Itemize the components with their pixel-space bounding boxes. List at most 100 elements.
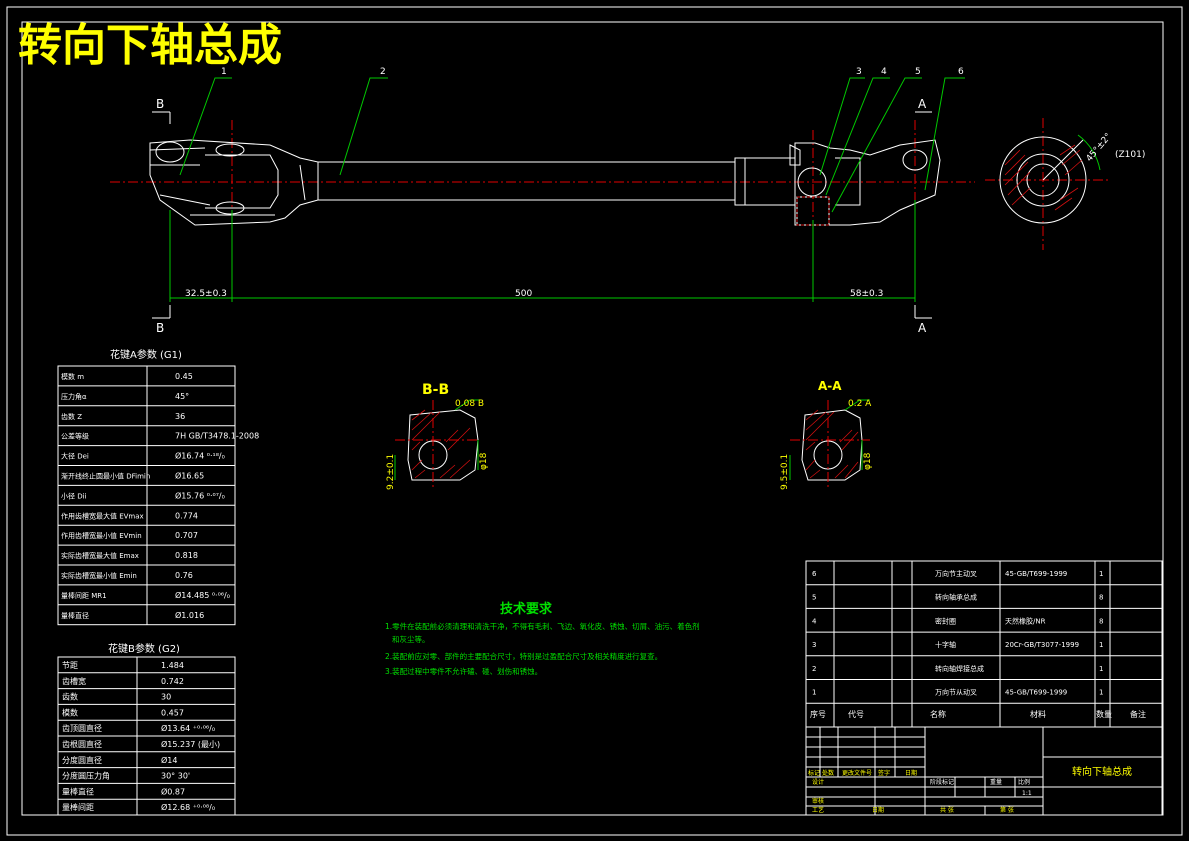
section-aa-label: A-A xyxy=(818,379,842,393)
spline-a-param: 小径 Dii xyxy=(61,491,87,500)
spline-a-value: 0.818 xyxy=(175,551,198,560)
inner-frame xyxy=(21,21,1164,816)
section-bb-fit: 9.2±0.1 xyxy=(386,454,396,490)
leader-lines xyxy=(179,77,965,213)
spline-b-value: 30° 30' xyxy=(161,772,190,781)
spline-a-param: 实际齿槽宽最大值 Emax xyxy=(61,551,139,560)
tb-scale: 1:1 xyxy=(1022,790,1032,797)
tb-date2: 日期 xyxy=(872,806,884,814)
spline-a-param: 渐开线终止圆最小值 DFimin xyxy=(61,472,150,481)
shaft-assembly xyxy=(149,139,941,226)
cut-a-bottom: A xyxy=(918,321,927,335)
section-bb-dia: φ18 xyxy=(479,452,489,470)
bom-cell: 5 xyxy=(812,594,816,602)
tb-count: 处数 xyxy=(822,769,834,777)
outer-frame xyxy=(6,6,1183,836)
tb-approve: 审核 xyxy=(812,797,824,805)
bom-cell: 1 xyxy=(812,689,816,697)
spline-a-value: Ø1.016 xyxy=(175,610,204,620)
spline-a-value: 36 xyxy=(175,412,185,421)
bom-cell: 45-GB/T699-1999 xyxy=(1005,570,1067,578)
spline-a-value: Ø16.74 ⁰·¹⁸/₀ xyxy=(175,451,225,461)
spline-a-param: 作用齿槽宽最大值 EVmax xyxy=(61,511,144,520)
cut-a-top: A xyxy=(918,97,927,111)
angle-dim: 45°±2° xyxy=(1085,132,1114,164)
spline-b-param: 节距 xyxy=(62,661,78,670)
spline-a-param: 实际齿槽宽最小值 Emin xyxy=(61,571,137,580)
bom-cell: 天然橡胶/NR xyxy=(1005,616,1046,625)
dim-mid: 500 xyxy=(515,289,532,299)
bom-cell: 1 xyxy=(1099,570,1103,578)
bom-header: 序号 xyxy=(810,709,826,719)
title-block-name: 转向下轴总成 xyxy=(1072,765,1132,778)
spline-b-param: 齿顶圆直径 xyxy=(62,723,102,733)
tb-process: 工艺 xyxy=(812,806,824,814)
bom-cell: 密封圈 xyxy=(935,616,956,625)
bom-cell: 2 xyxy=(812,665,816,673)
bom-cell: 万向节主动叉 xyxy=(935,569,977,578)
spline-a-value: Ø15.76 ⁰·⁰⁷/₀ xyxy=(175,490,225,500)
tech-line-4: 3.装配过程中零件不允许磕、碰、划伤和锈蚀。 xyxy=(385,666,542,676)
bom-cell: 20Cr-GB/T3077-1999 xyxy=(1005,641,1079,649)
bom-cell: 1 xyxy=(1099,641,1103,649)
spline-b-value: 0.742 xyxy=(161,677,184,686)
bom-header: 材料 xyxy=(1030,709,1046,719)
spline-a-param: 模数 m xyxy=(61,372,84,381)
bom-cell: 万向节从动叉 xyxy=(935,688,977,697)
bom-header: 数量 xyxy=(1096,709,1112,719)
balloon-6: 6 xyxy=(958,67,964,77)
section-aa-tol: 0.2 A xyxy=(848,399,872,409)
spline-b-param: 齿数 xyxy=(62,692,78,702)
section-aa xyxy=(789,399,870,490)
title-block xyxy=(805,726,1163,816)
bom-cell: 转向轴焊接总成 xyxy=(935,664,984,673)
tb-sheet2: 第 张 xyxy=(1000,806,1014,814)
spline-b-param: 模数 xyxy=(62,707,78,717)
tech-line-1: 1.零件在装配前必须清理和清洗干净，不得有毛刺、飞边、氧化皮、锈蚀、切屑、油污、… xyxy=(385,621,700,631)
cut-markers xyxy=(152,111,932,319)
spline-b-param: 齿槽宽 xyxy=(62,676,86,686)
section-aa-fit: 9.5±0.1 xyxy=(780,454,790,490)
bom-cell: 转向轴承总成 xyxy=(935,593,977,602)
spline-a-value: 45° xyxy=(175,392,189,401)
z-reference: (Z101) xyxy=(1115,150,1145,160)
section-aa-dia: φ18 xyxy=(863,452,873,470)
spline-b-value: Ø14 xyxy=(161,755,177,765)
spline-a-value: 0.707 xyxy=(175,531,198,540)
spline-a-param: 齿数 Z xyxy=(61,412,82,421)
spline-a-param: 量棒直径 xyxy=(61,611,89,620)
section-bb-tol: 0.08 B xyxy=(455,399,484,409)
spline-a-value: Ø14.485 ⁰·⁰⁶/₀ xyxy=(175,590,230,600)
bom-cell: 8 xyxy=(1099,594,1103,602)
spline-b-value: Ø15.237 (最小) xyxy=(161,739,220,749)
tb-mark: 标记 xyxy=(808,769,820,777)
dimension-lines xyxy=(169,200,916,302)
balloon-4: 4 xyxy=(881,67,887,77)
section-bb xyxy=(394,399,480,490)
spline-b-param: 分度圆直径 xyxy=(62,755,102,765)
spline-a-value: 0.774 xyxy=(175,511,198,520)
bom-header: 名称 xyxy=(930,709,946,719)
tb-sheet: 共 张 xyxy=(940,806,954,814)
tb-weight: 重量 xyxy=(990,778,1002,786)
spline-b-value: 30 xyxy=(161,693,171,702)
section-bb-label: B-B xyxy=(422,382,449,398)
bom-cell: 1 xyxy=(1099,665,1103,673)
spline-b-param: 量棒直径 xyxy=(62,786,94,796)
bom-cell: 45-GB/T699-1999 xyxy=(1005,689,1067,697)
end-view xyxy=(999,134,1101,224)
spline-a-value: 0.45 xyxy=(175,372,193,381)
spline-a-param: 压力角α xyxy=(61,392,87,401)
tb-date: 日期 xyxy=(905,769,917,777)
bom-cell: 3 xyxy=(812,641,816,649)
spline-a-param: 大径 Dei xyxy=(61,452,89,461)
tech-line-2: 和灰尘等。 xyxy=(392,634,430,644)
tb-stage: 阶段标记 xyxy=(930,778,954,786)
spline-b-value: Ø12.68 ⁺⁰·⁰⁸/₀ xyxy=(161,802,215,812)
tb-change: 更改文件号 xyxy=(842,769,872,777)
bom-cell: 8 xyxy=(1099,617,1103,625)
bom-header: 备注 xyxy=(1130,709,1146,719)
